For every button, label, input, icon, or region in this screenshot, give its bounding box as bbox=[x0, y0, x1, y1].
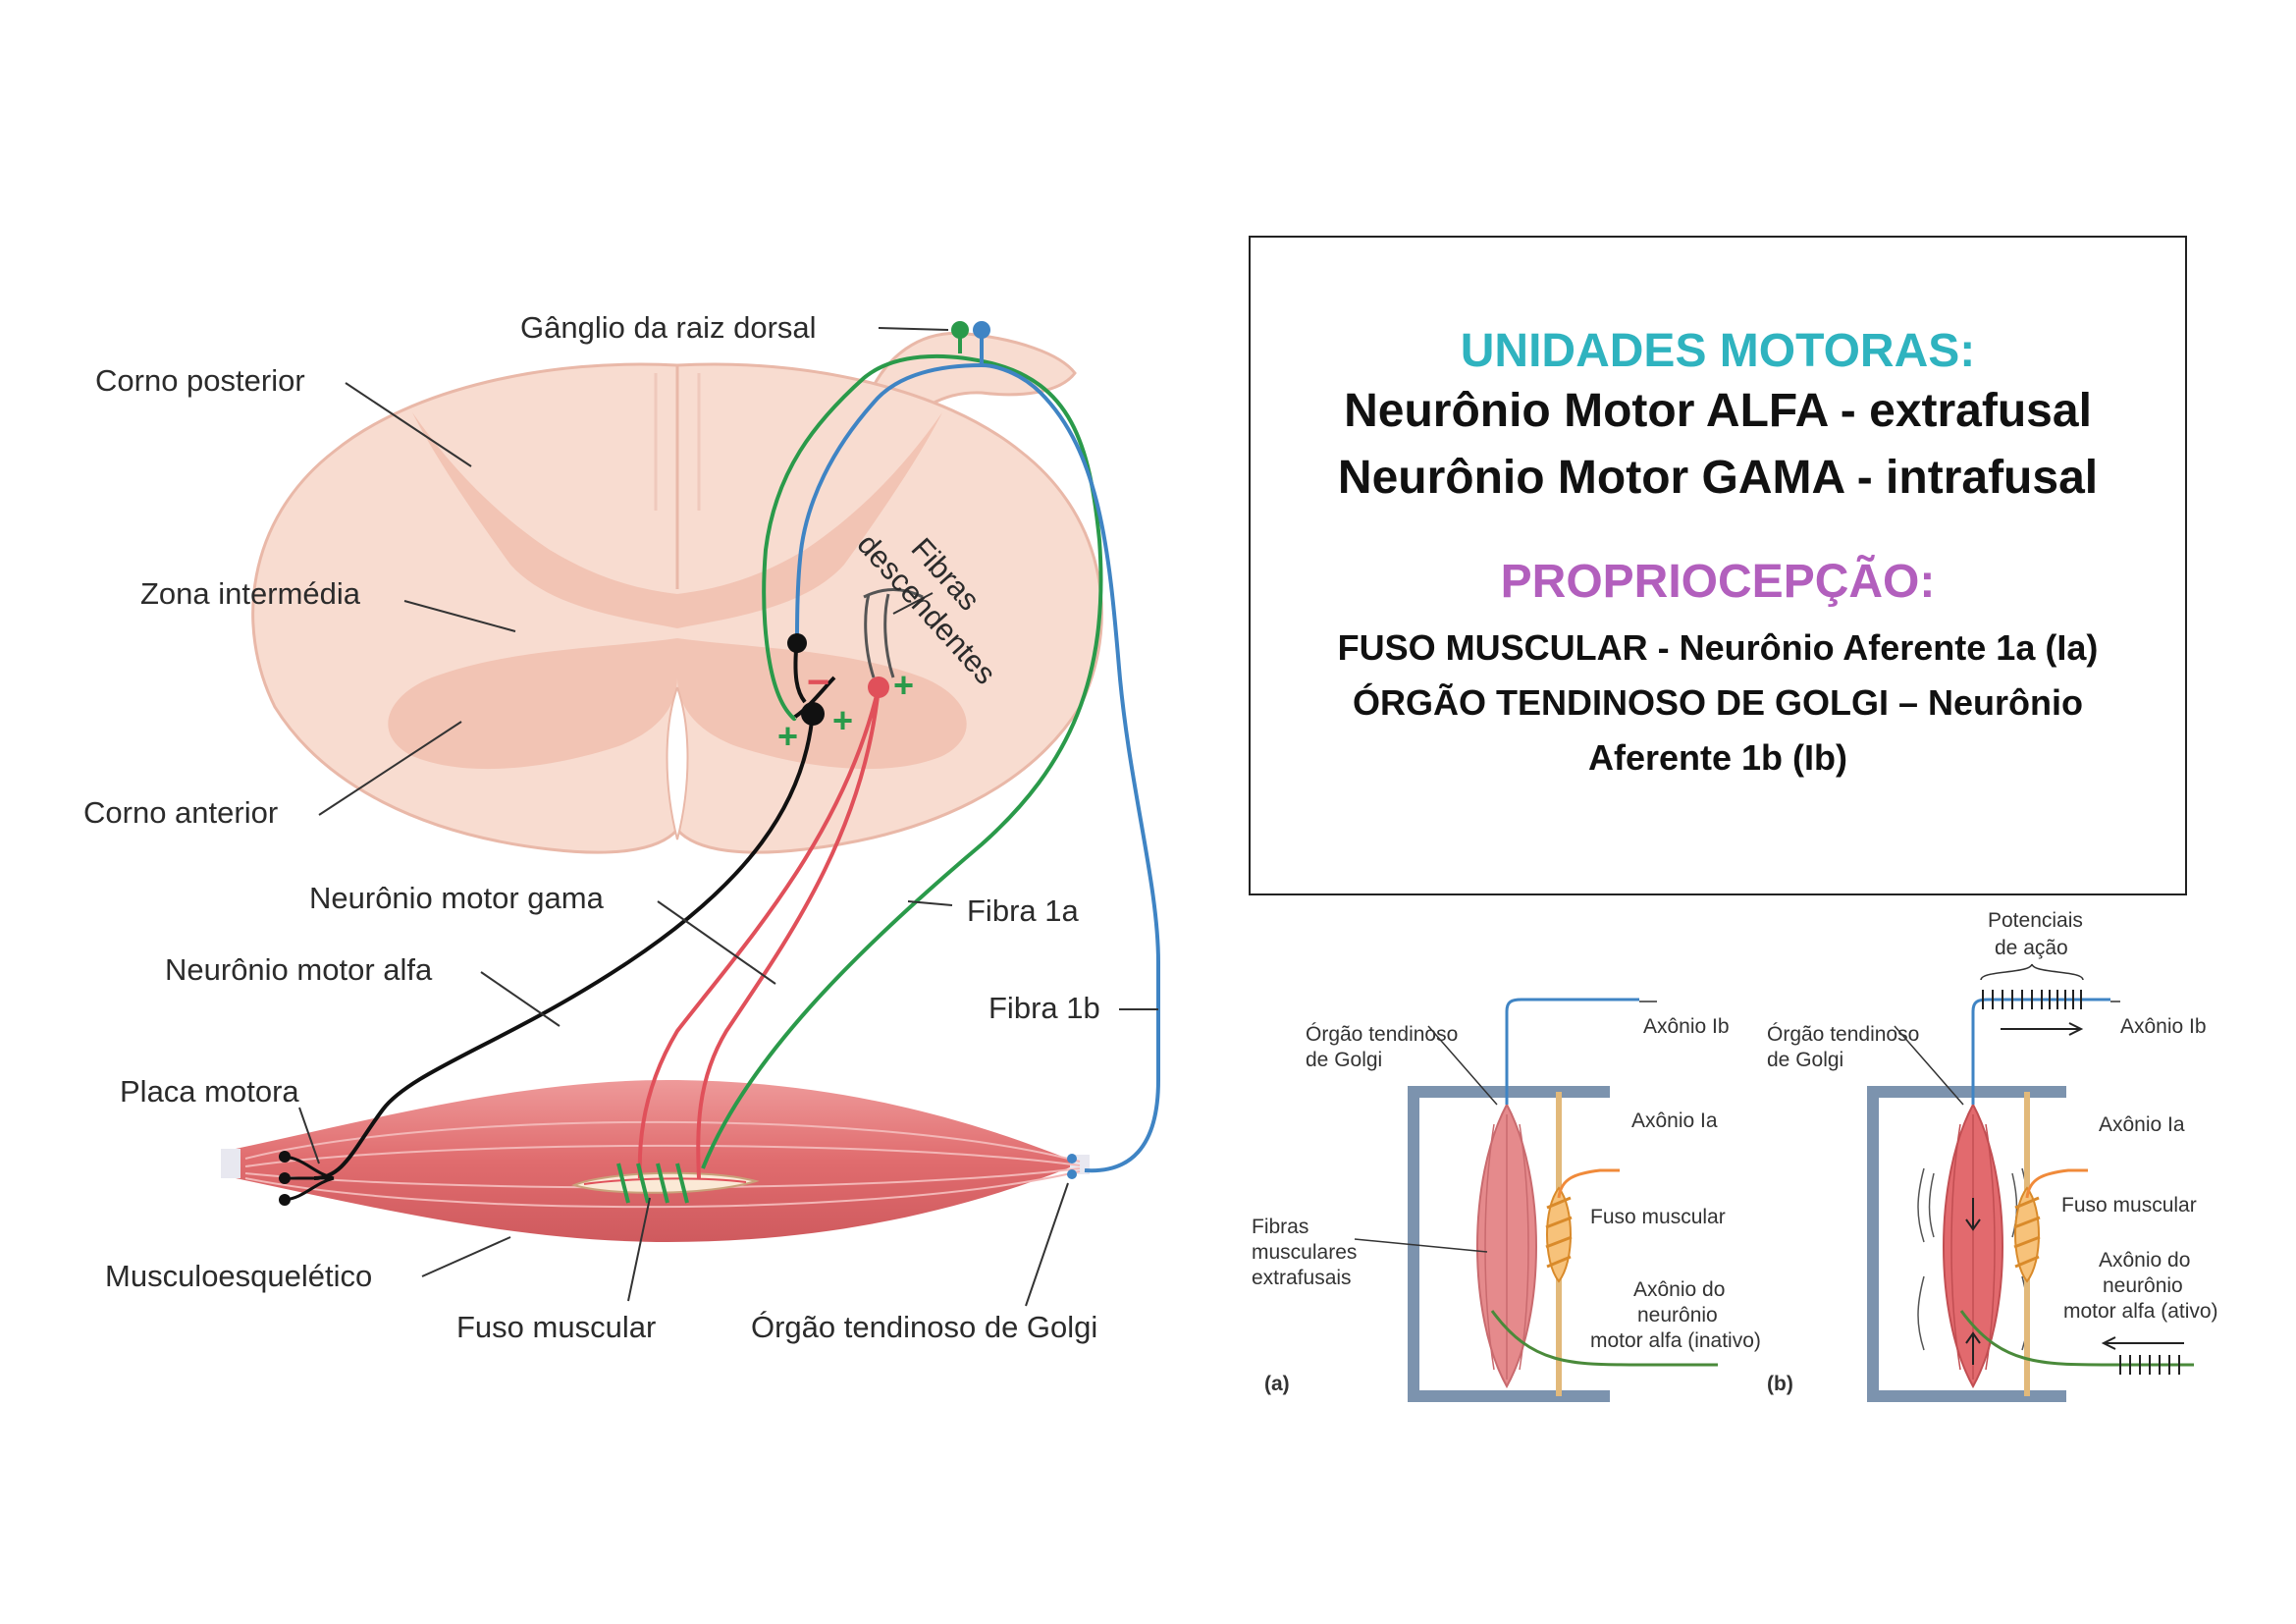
label-a-alfa-1: Axônio do bbox=[1633, 1278, 1725, 1301]
end-plate-dot-1 bbox=[279, 1151, 291, 1163]
label-a-orgao-2: de Golgi bbox=[1306, 1049, 1382, 1071]
end-plate-dot-3 bbox=[279, 1194, 291, 1206]
panel-a: Órgão tendinoso de Golgi Axônio Ib Axôni… bbox=[1252, 998, 1761, 1402]
frame-a bbox=[1408, 1086, 1610, 1402]
gamma-motor-neuron-red bbox=[637, 686, 881, 1179]
arrow-ib-b bbox=[2001, 1022, 2084, 1036]
frame-b bbox=[1867, 1086, 2066, 1402]
line-orgao-1: ÓRGÃO TENDINOSO DE GOLGI – Neurônio bbox=[1352, 682, 2084, 723]
heading-propriocepcao: PROPRIOCEPÇÃO: bbox=[1500, 556, 1936, 608]
descending-fibres bbox=[863, 588, 924, 678]
interneuron-body bbox=[787, 633, 807, 653]
axon-alpha-a bbox=[1490, 1310, 1718, 1367]
anterior-horn-right bbox=[677, 638, 967, 770]
line-gama: Neurônio Motor GAMA - intrafusal bbox=[1337, 452, 2099, 504]
heading-unidades-motoras: UNIDADES MOTORAS: bbox=[1460, 325, 1976, 377]
arrow-alpha-b bbox=[2101, 1336, 2184, 1350]
fiber-1b-blue bbox=[795, 362, 1160, 1173]
golgi-spindle-panels: Órgão tendinoso de Golgi Axônio Ib Axôni… bbox=[1252, 909, 2218, 1402]
label-fibra-1a: Fibra 1a bbox=[967, 893, 1079, 928]
label-fuso: Fuso muscular bbox=[456, 1310, 656, 1344]
line-fuso: FUSO MUSCULAR - Neurônio Aferente 1a (Ia… bbox=[1337, 627, 2099, 668]
excitatory-sign-2: + bbox=[832, 700, 853, 740]
skeletal-muscle bbox=[236, 1080, 1080, 1242]
label-b-tag: (b) bbox=[1767, 1373, 1793, 1395]
excitatory-sign-3: + bbox=[777, 716, 798, 756]
label-a-orgao-1: Órgão tendinoso bbox=[1306, 1023, 1458, 1046]
posterior-column-lines bbox=[654, 373, 701, 511]
label-zona-intermedia: Zona intermédia bbox=[140, 576, 361, 611]
fiber-1a-green bbox=[701, 353, 1103, 1169]
label-a-tag: (a) bbox=[1264, 1373, 1290, 1395]
gray-matter bbox=[412, 412, 942, 628]
label-corno-anterior: Corno anterior bbox=[83, 795, 278, 830]
label-b-potenciais-2: de ação bbox=[1995, 937, 2068, 959]
label-a-axonio-ib: Axônio Ib bbox=[1643, 1015, 1730, 1038]
label-a-alfa-2: neurônio bbox=[1637, 1304, 1718, 1326]
label-neuronio-alfa: Neurônio motor alfa bbox=[165, 952, 433, 987]
arrow-up-b bbox=[1965, 1331, 1981, 1365]
label-neuronio-gama: Neurônio motor gama bbox=[309, 881, 605, 915]
label-b-fuso: Fuso muscular bbox=[2061, 1194, 2197, 1217]
anterior-median-fissure bbox=[666, 686, 689, 840]
label-b-axonio-ib: Axônio Ib bbox=[2120, 1015, 2207, 1038]
label-b-axonio-ia: Axônio Ia bbox=[2099, 1113, 2185, 1136]
panel-b: Potenciais de ação Órgão tendinoso de Go… bbox=[1767, 909, 2218, 1402]
leader-lines bbox=[298, 327, 1158, 1307]
axon-alpha-b bbox=[1959, 1310, 2194, 1367]
alpha-motor-neuron-black bbox=[313, 711, 815, 1180]
axon-ib-a bbox=[1505, 998, 1639, 1105]
spindle-afferent-coil bbox=[616, 1163, 689, 1204]
label-a-fibras-3: extrafusais bbox=[1252, 1267, 1352, 1289]
anterior-horn-left bbox=[388, 638, 677, 770]
action-potentials-alpha bbox=[2119, 1355, 2180, 1375]
info-box: UNIDADES MOTORAS: Neurônio Motor ALFA - … bbox=[1249, 236, 2187, 895]
label-b-orgao-2: de Golgi bbox=[1767, 1049, 1843, 1071]
line-orgao-2: Aferente 1b (Ib) bbox=[1587, 737, 1848, 778]
ganglion-cell-green bbox=[951, 321, 969, 339]
ganglion-cell-blue bbox=[973, 321, 990, 339]
label-a-axonio-ia: Axônio Ia bbox=[1631, 1110, 1718, 1132]
label-ganglio: Gânglio da raiz dorsal bbox=[520, 310, 817, 345]
inhibitory-sign: − bbox=[807, 661, 829, 704]
label-a-alfa-3: motor alfa (inativo) bbox=[1590, 1329, 1761, 1352]
golgi-ending-dot-2 bbox=[1067, 1169, 1077, 1179]
golgi-ending-dot-1 bbox=[1067, 1154, 1077, 1164]
label-a-fuso: Fuso muscular bbox=[1590, 1206, 1726, 1228]
arrow-down-b bbox=[1965, 1198, 1981, 1231]
alpha-motor-neuron-body bbox=[801, 702, 825, 726]
label-b-orgao-1: Órgão tendinoso bbox=[1767, 1023, 1919, 1046]
label-b-alfa-2: neurônio bbox=[2103, 1274, 2183, 1297]
label-corno-posterior: Corno posterior bbox=[95, 363, 305, 398]
label-a-fibras-2: musculares bbox=[1252, 1241, 1357, 1264]
label-musculo: Musculoesquelético bbox=[105, 1259, 372, 1293]
brace-potenciais bbox=[1980, 963, 2084, 981]
axon-ia-a bbox=[1557, 1168, 1620, 1199]
excitatory-sign-1: + bbox=[893, 665, 914, 705]
action-potentials-ib bbox=[1982, 990, 2082, 1009]
axon-ib-b bbox=[1971, 998, 2110, 1105]
label-placa-motora: Placa motora bbox=[120, 1074, 299, 1109]
label-orgao: Órgão tendinoso de Golgi bbox=[751, 1310, 1097, 1344]
label-b-potenciais-1: Potenciais bbox=[1988, 909, 2083, 932]
descending-fibres-leader bbox=[892, 592, 934, 615]
reflex-arc-diagram: − + + + Gânglio da raiz dorsal Corno pos… bbox=[83, 310, 1160, 1344]
axon-ia-b bbox=[2025, 1168, 2088, 1199]
tendon-left bbox=[221, 1149, 240, 1178]
end-plate-dot-2 bbox=[279, 1172, 291, 1184]
line-alfa: Neurônio Motor ALFA - extrafusal bbox=[1344, 385, 2092, 437]
label-b-alfa-3: motor alfa (ativo) bbox=[2063, 1300, 2218, 1323]
label-a-fibras-1: Fibras bbox=[1252, 1216, 1308, 1238]
label-b-alfa-1: Axônio do bbox=[2099, 1249, 2190, 1272]
label-fibra-1b: Fibra 1b bbox=[988, 991, 1100, 1025]
gamma-motor-neuron-body bbox=[868, 677, 889, 698]
